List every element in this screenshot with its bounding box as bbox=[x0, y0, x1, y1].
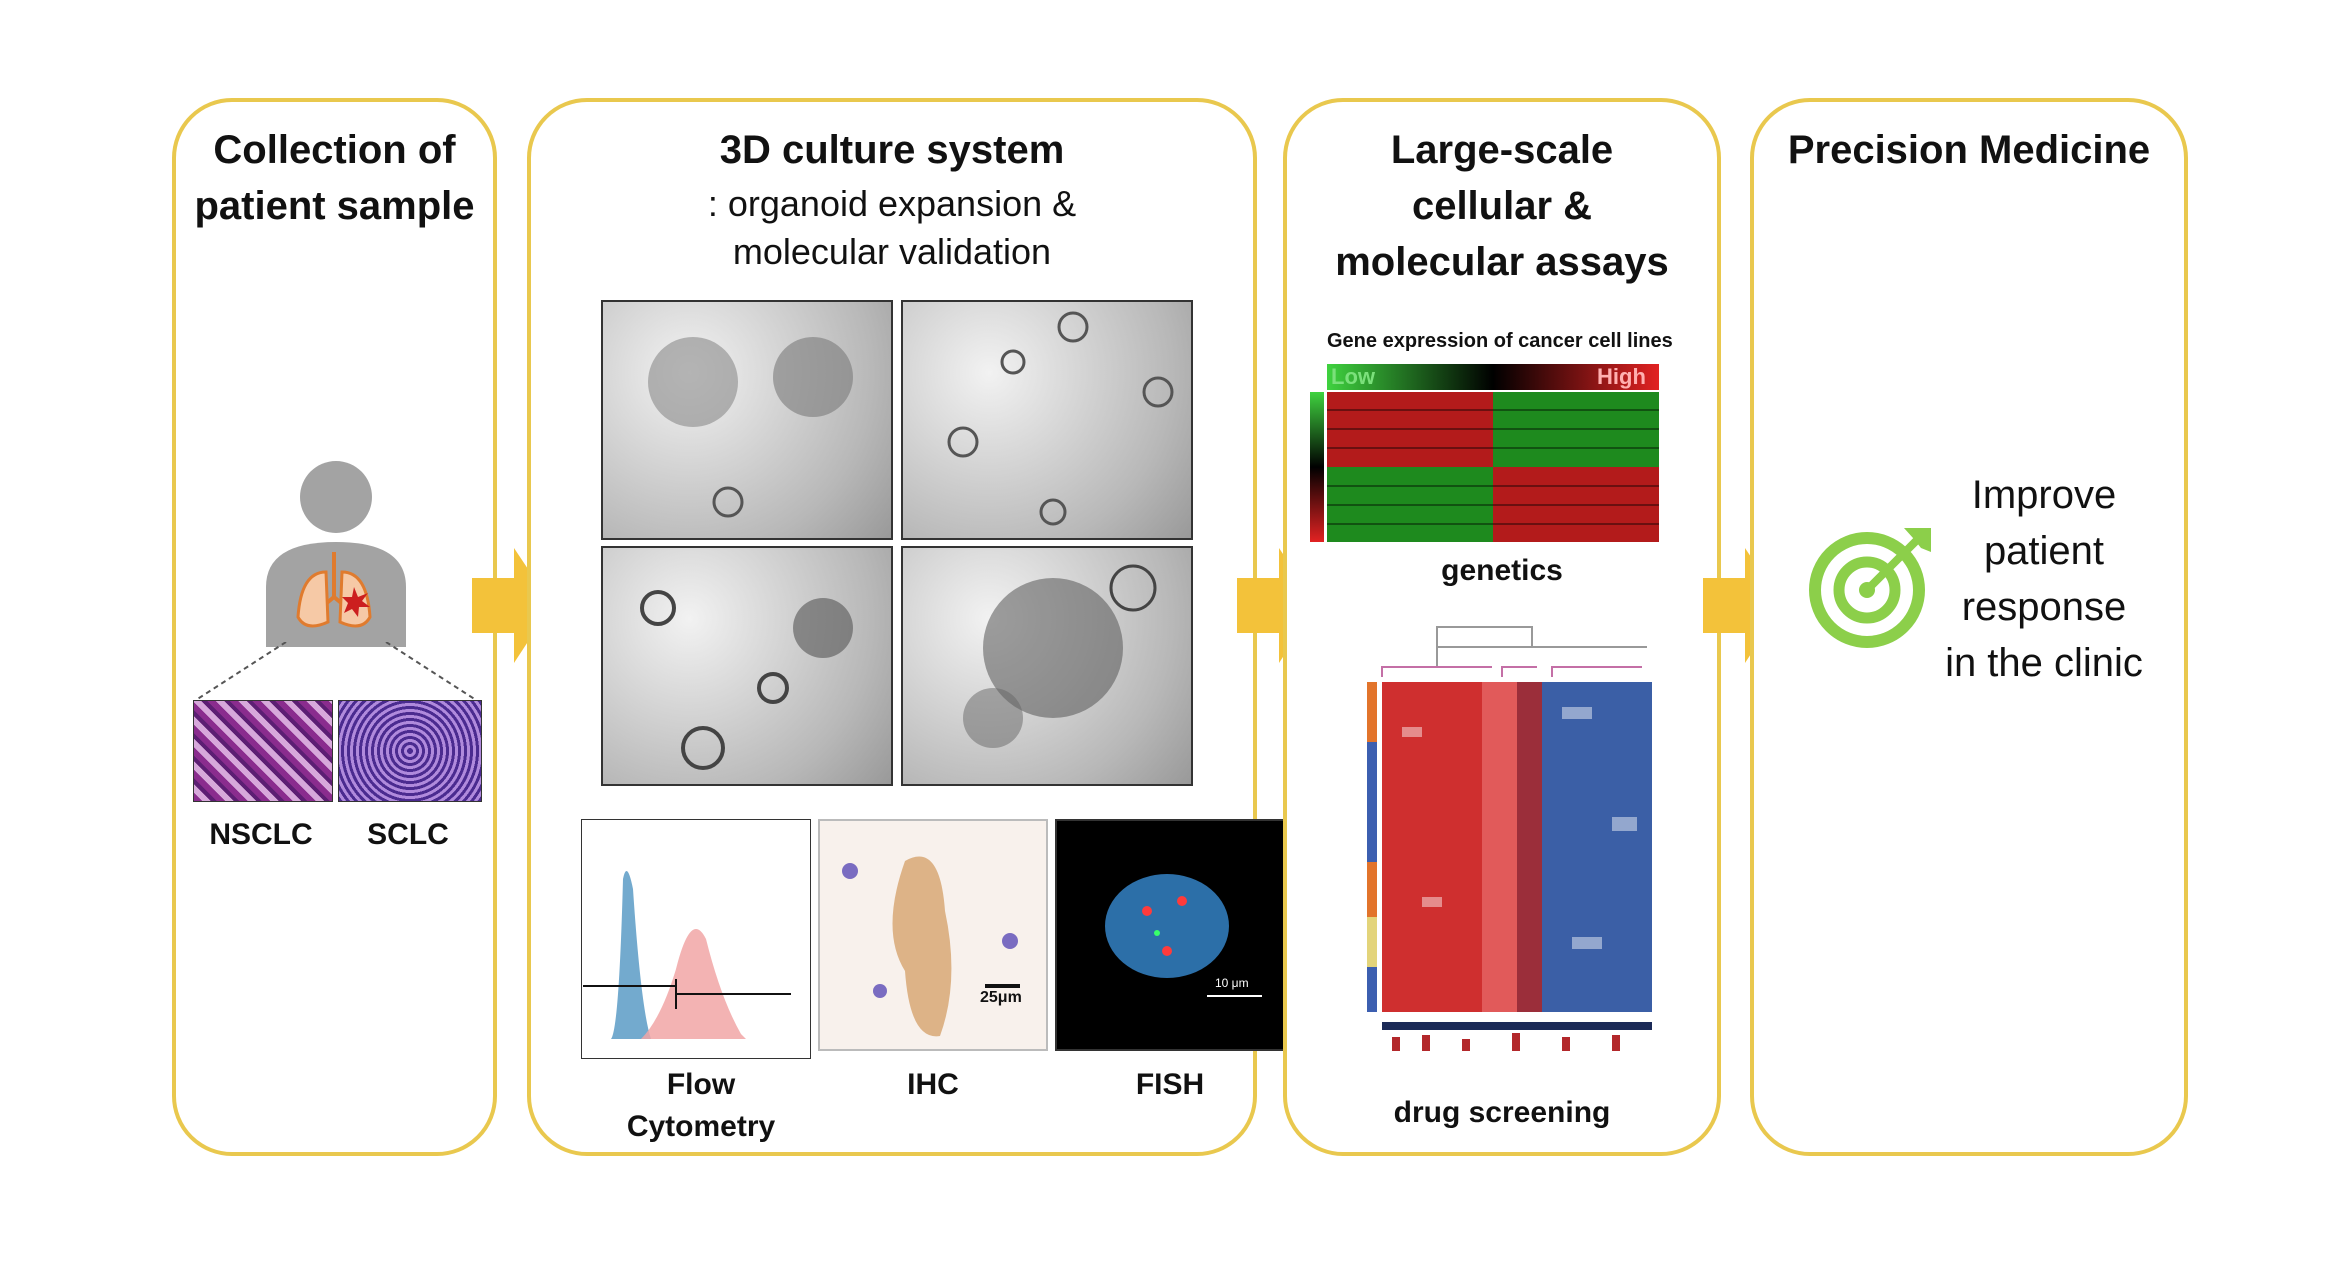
drug-screening-heatmap bbox=[1367, 626, 1652, 1051]
organoid-image-4 bbox=[901, 546, 1193, 786]
flow-cytometry-plot bbox=[581, 819, 811, 1059]
panel-subtitle-line: : organoid expansion & bbox=[707, 183, 1077, 224]
side-scale-bar bbox=[1310, 392, 1324, 542]
panel-precision-medicine: Precision Medicine Improve patient respo… bbox=[1750, 98, 2188, 1156]
genetics-label: genetics bbox=[1441, 554, 1563, 587]
high-label: High bbox=[1597, 364, 1646, 389]
outcome-line: in the clinic bbox=[1945, 641, 2143, 685]
fish-scale-label: 10 μm bbox=[1215, 976, 1249, 990]
nsclc-label: NSCLC bbox=[209, 818, 313, 851]
ihc-scale-label: 25μm bbox=[980, 989, 1022, 1006]
panel-assays: Large-scale cellular & molecular assays … bbox=[1283, 98, 1721, 1156]
panel-3d-culture: 3D culture system : organoid expansion &… bbox=[527, 98, 1285, 1156]
flow-label: Flow bbox=[666, 1068, 736, 1101]
panel-title-line: patient sample bbox=[194, 184, 475, 228]
ihc-label: IHC bbox=[907, 1068, 959, 1101]
fish-image: 10 μm bbox=[1055, 819, 1285, 1051]
cytometry-label: Cytometry bbox=[626, 1110, 776, 1143]
panel-title: Precision Medicine bbox=[1787, 128, 2151, 172]
organoid-image-3 bbox=[601, 546, 893, 786]
sclc-label: SCLC bbox=[367, 818, 449, 851]
heatmap-title: Gene expression of cancer cell lines bbox=[1327, 330, 1673, 352]
organoid-image-1 bbox=[601, 300, 893, 540]
panel-patient-sample: Collection of patient sample NSCLC SCLC bbox=[172, 98, 497, 1156]
ihc-image: 25μm bbox=[818, 819, 1048, 1051]
panel-title-line: molecular assays bbox=[1335, 240, 1669, 284]
expression-scale-bar bbox=[1327, 364, 1659, 390]
outcome-line: response bbox=[1961, 585, 2127, 629]
drug-screening-label: drug screening bbox=[1393, 1096, 1611, 1129]
target-icon bbox=[1809, 528, 1931, 648]
patient-lungs-icon bbox=[266, 461, 406, 647]
panel-title-line: Large-scale bbox=[1390, 128, 1614, 172]
panel-title-line: cellular & bbox=[1411, 184, 1593, 228]
sclc-tissue-image bbox=[338, 700, 482, 802]
nsclc-tissue-image bbox=[193, 700, 333, 802]
fish-label: FISH bbox=[1135, 1068, 1205, 1101]
gene-expression-heatmap bbox=[1327, 392, 1659, 542]
outcome-line: Improve bbox=[1971, 473, 2117, 517]
panel-title-line: Collection of bbox=[213, 128, 456, 172]
panel-title: 3D culture system bbox=[719, 128, 1065, 172]
organoid-image-2 bbox=[901, 300, 1193, 540]
outcome-line: patient bbox=[1983, 529, 2105, 573]
panel-subtitle-line: molecular validation bbox=[732, 231, 1052, 272]
low-label: Low bbox=[1331, 364, 1375, 389]
